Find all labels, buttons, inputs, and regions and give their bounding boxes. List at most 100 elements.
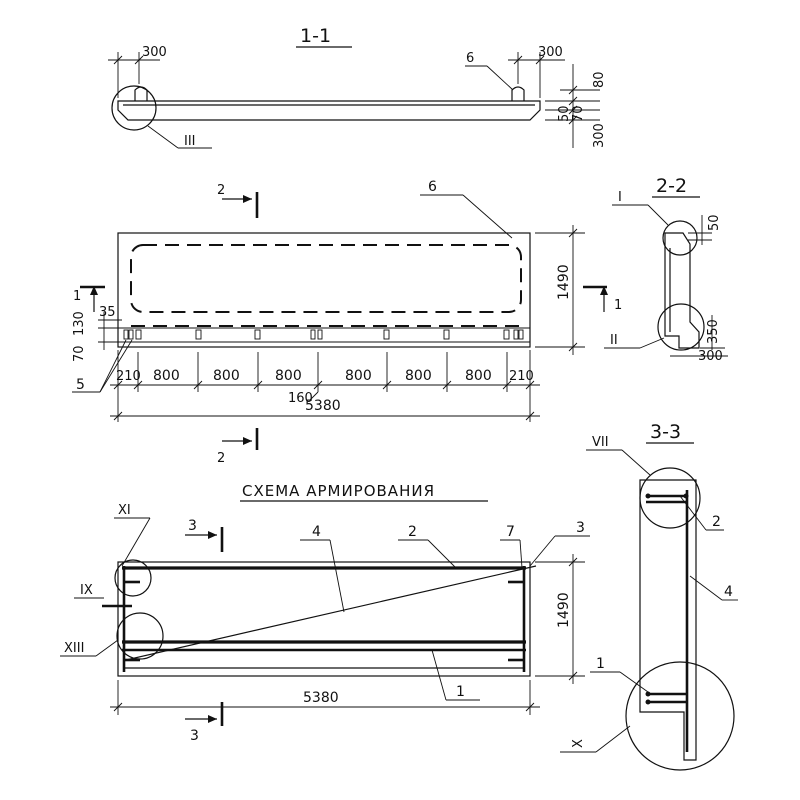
leader-VII xyxy=(621,449,651,476)
dim-800-3: 800 xyxy=(275,368,302,384)
embed-part xyxy=(503,329,510,340)
dim-800-6: 800 xyxy=(465,368,492,384)
label-II: II xyxy=(610,333,618,348)
dim-tick xyxy=(113,55,123,65)
label-section-2-bottom: 2 xyxy=(217,451,225,466)
section-2-2-profile xyxy=(664,232,700,349)
detail-circle-XIII xyxy=(116,612,164,660)
section-1-1: 1-1 III 300 300 6 xyxy=(108,25,607,149)
dim-tick xyxy=(525,411,535,421)
label-2-scheme: 2 xyxy=(408,524,417,540)
dim-300-vertical: 300 xyxy=(592,123,607,148)
dim-tick xyxy=(253,380,263,390)
dim-1490-plan: 1490 xyxy=(556,264,572,300)
embed-part xyxy=(513,329,519,340)
scheme-outline xyxy=(117,561,531,677)
spacing-ticks xyxy=(113,350,535,392)
label-VII: VII xyxy=(592,435,609,450)
dim-tick xyxy=(525,702,535,712)
label-IX: IX xyxy=(80,583,93,598)
dim-80: 80 xyxy=(592,71,607,88)
dim-tick xyxy=(193,380,203,390)
leader-2 xyxy=(427,539,457,569)
dim-tick xyxy=(568,85,578,95)
leader-4 xyxy=(329,539,345,613)
dim-tick xyxy=(568,671,578,681)
label-4-scheme: 4 xyxy=(312,524,321,540)
rebar-dot xyxy=(645,493,651,499)
slab-profile xyxy=(117,100,541,121)
label-1-scheme: 1 xyxy=(456,684,465,700)
detail-circle-I xyxy=(662,220,698,256)
dim-5380-plan: 5380 xyxy=(305,398,341,414)
dim-tick xyxy=(113,380,123,390)
dim-800-5: 800 xyxy=(405,368,432,384)
dim-300-right: 300 xyxy=(538,45,563,60)
leader-7 xyxy=(519,539,523,569)
section-3-3-title: 3-3 xyxy=(650,421,681,443)
section-1-1-title: 1-1 xyxy=(300,25,331,47)
embed-part xyxy=(128,329,134,340)
embed-part xyxy=(317,329,323,340)
leader-1 xyxy=(431,649,447,701)
dim-70: 70 xyxy=(571,105,586,122)
dim-160: 160 xyxy=(288,391,313,406)
reinforcement-title: СХЕМА АРМИРОВАНИЯ xyxy=(242,482,435,500)
label-3-callout: 3 xyxy=(576,520,585,536)
label-X: X xyxy=(571,739,586,748)
leader-III xyxy=(147,125,179,149)
label-1-section: 1 xyxy=(596,656,605,672)
dim-tick xyxy=(513,55,523,65)
leader-6 xyxy=(486,65,514,91)
dim-800-2: 800 xyxy=(213,368,240,384)
label-4-section: 4 xyxy=(724,584,733,600)
detail-circle-II xyxy=(657,303,705,351)
dim-tick xyxy=(568,342,578,352)
leader-I xyxy=(647,204,669,226)
detail-circle-X xyxy=(625,661,735,771)
dim-800-1: 800 xyxy=(153,368,180,384)
detail-circle-VII xyxy=(639,467,701,529)
label-section-3-bottom: 3 xyxy=(190,728,199,744)
leader-1-section xyxy=(619,671,649,693)
dim-tick xyxy=(568,105,578,115)
label-6-plan: 6 xyxy=(428,179,437,195)
dim-tick xyxy=(133,380,143,390)
section-3-3: 3-3 VII 2 4 1 X xyxy=(560,421,738,771)
dim-tick xyxy=(535,55,545,65)
dim-tick xyxy=(502,380,512,390)
dim-300-2-2: 300 xyxy=(698,349,723,364)
plan-hidden-rib xyxy=(130,244,522,313)
label-section-1-left: 1 xyxy=(73,289,81,304)
label-2-section: 2 xyxy=(712,514,721,530)
leader-II xyxy=(639,337,665,349)
dim-1490-scheme: 1490 xyxy=(556,592,572,628)
dim-50-2-2: 50 xyxy=(707,214,722,231)
leader-4-section xyxy=(689,575,723,601)
leader-2-section xyxy=(679,495,707,531)
dim-300-left: 300 xyxy=(142,45,167,60)
rebar-dot xyxy=(683,493,689,499)
dim-tick xyxy=(568,115,578,125)
leader-160 xyxy=(309,391,319,401)
dim-350: 350 xyxy=(706,319,721,344)
leader-5a xyxy=(99,339,127,393)
leader-3 xyxy=(529,535,556,567)
dim-35: 35 xyxy=(99,305,116,320)
plan-outline xyxy=(117,232,531,348)
rebar-diagonal-mesh xyxy=(125,565,537,661)
label-5: 5 xyxy=(76,377,85,393)
leader-X xyxy=(595,725,631,753)
embedded-parts xyxy=(123,329,524,340)
dim-5380-scheme: 5380 xyxy=(303,690,339,706)
embed-part xyxy=(383,329,390,340)
dim-210-right: 210 xyxy=(509,369,534,384)
dim-tick xyxy=(134,55,144,65)
dim-210-left: 210 xyxy=(116,369,141,384)
leader-6-plan xyxy=(462,194,513,239)
dim-tick xyxy=(568,96,578,106)
dim-tick xyxy=(525,380,535,390)
embed-part xyxy=(518,329,524,340)
section-2-2: 2-2 I II 50 350 300 xyxy=(604,175,728,364)
